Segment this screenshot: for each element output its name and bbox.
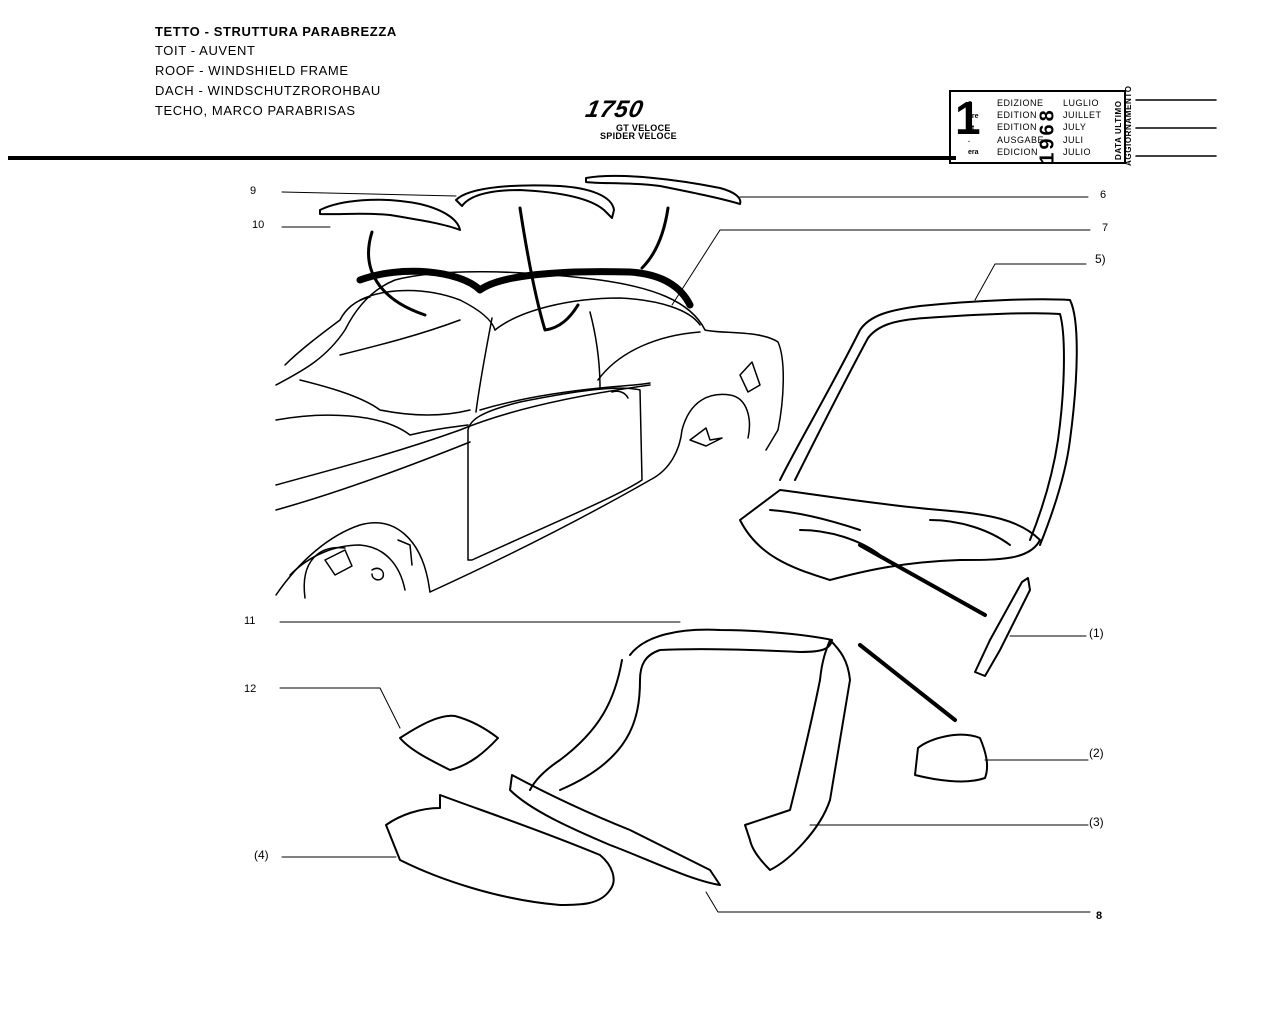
edition-suffix: . [968, 137, 970, 144]
edition-month-de: JULI [1063, 135, 1084, 145]
callout-10: 10 [252, 219, 265, 231]
callout-12: 12 [244, 683, 257, 695]
title-french: TOIT - AUVENT [155, 43, 256, 58]
assembly-arrow [858, 543, 987, 617]
part-2-bracket [914, 733, 989, 783]
callout-3: (3) [1089, 815, 1104, 829]
title-german: DACH - WINDSCHUTZROROHBAU [155, 83, 381, 98]
edition-label-es: EDICION [997, 147, 1039, 157]
title-italian: TETTO - STRUTTURA PARABREZZA [155, 24, 397, 39]
callout-1: (1) [1089, 626, 1104, 640]
callout-9: 9 [250, 185, 257, 197]
assembly-arrow [640, 206, 670, 270]
header-rule [8, 156, 956, 160]
callout-7: 7 [1102, 222, 1109, 234]
edition-label-en: EDITION [997, 122, 1038, 132]
edition-box [949, 90, 1126, 164]
callout-5: 5) [1095, 252, 1106, 266]
part-8-crossmember [509, 774, 721, 886]
model-variant-gt: GT VELOCE [616, 123, 671, 133]
assembly-arrow [367, 230, 427, 317]
edition-suffix: ere [968, 113, 979, 120]
edition-label-fr: EDITION [997, 110, 1038, 120]
assembly-arrow [518, 206, 580, 332]
edition-number: 1 [955, 92, 981, 144]
edition-label-it: EDIZIONE [997, 98, 1044, 108]
lower-frame-11 [529, 628, 851, 871]
title-english: ROOF - WINDSHIELD FRAME [155, 63, 349, 78]
part-4-cowl-panel [385, 794, 615, 906]
edition-month-es: JULIO [1063, 147, 1092, 157]
title-spanish: TECHO, MARCO PARABRISAS [155, 103, 356, 118]
edition-month-it: LUGLIO [1063, 98, 1100, 108]
edition-suffix: era [968, 149, 979, 156]
car-body-illustration [275, 270, 784, 599]
callout-6: 6 [1100, 189, 1107, 201]
roof-part-9 [455, 184, 615, 219]
part-12-bracket [399, 714, 499, 771]
edition-label-de: AUSGABE [997, 135, 1045, 145]
callout-2: (2) [1089, 746, 1104, 760]
assembly-arrow [858, 643, 957, 722]
callout-11: 11 [244, 615, 256, 627]
edition-suffix: a [968, 100, 972, 107]
edition-month-fr: JUILLET [1063, 110, 1102, 120]
part-1-strut [974, 577, 1031, 677]
edition-suffix: st [968, 125, 975, 132]
callout-4: (4) [254, 848, 269, 862]
roof-part-10 [319, 198, 461, 231]
roof-part-6 [585, 174, 742, 205]
edition-month-en: JULY [1063, 122, 1087, 132]
roof-panel-7 [356, 267, 694, 309]
leader-lines [279, 191, 1091, 913]
model-variant-spider: SPIDER VELOCE [600, 131, 677, 141]
windshield-frame-5 [739, 298, 1078, 581]
callout-8: 8 [1096, 910, 1103, 922]
